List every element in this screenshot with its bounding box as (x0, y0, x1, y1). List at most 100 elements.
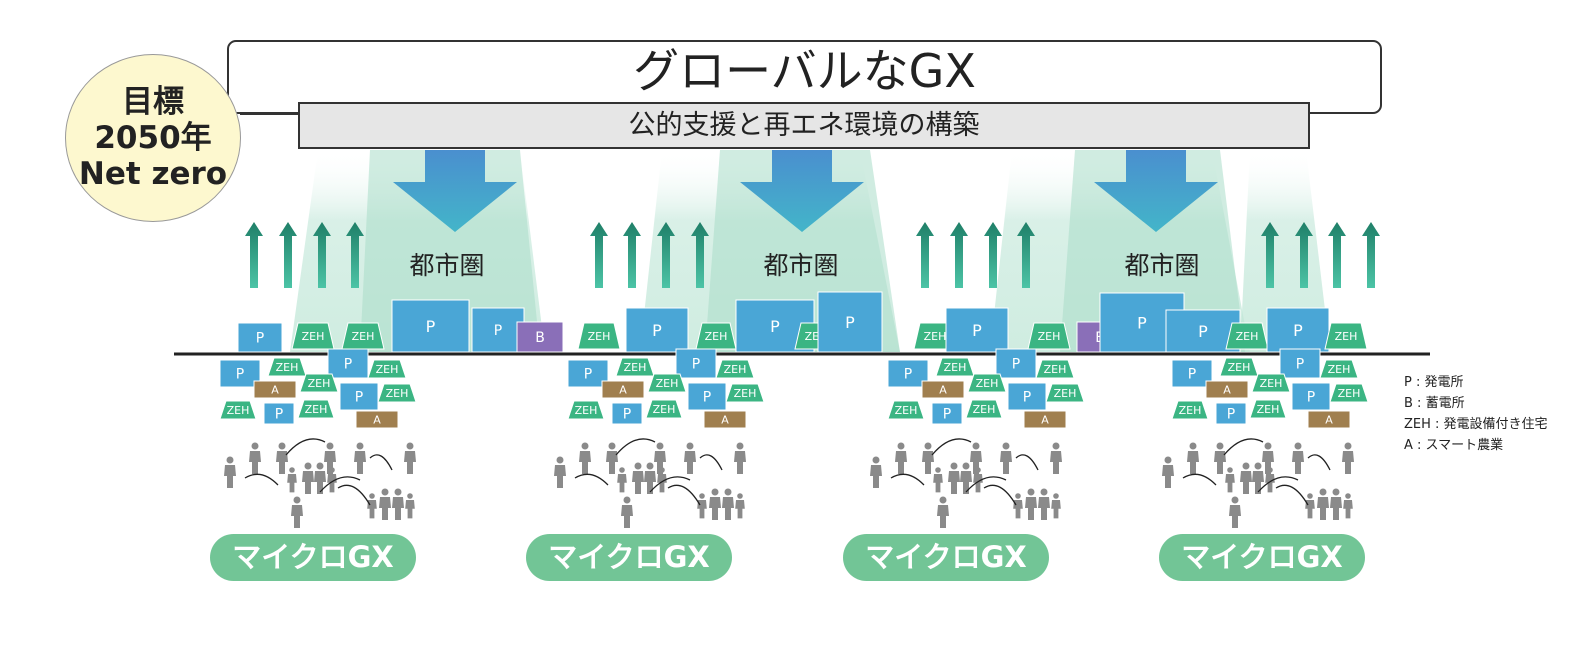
zeh-tag-label: ZEH (575, 404, 598, 417)
person-head (736, 442, 744, 450)
person-body (870, 465, 882, 488)
person-body (734, 451, 746, 474)
plant-tag-label: P (236, 367, 244, 383)
plant-tag (687, 382, 727, 411)
plant-tag (995, 348, 1037, 379)
person-body (392, 497, 404, 520)
zeh-tag-label: ZEH (924, 330, 947, 343)
plant-tag-label: P (355, 390, 363, 406)
people-groups (224, 438, 1354, 528)
agri-tag-label: A (939, 383, 947, 396)
exchange-arrow (649, 476, 691, 493)
person-body (1051, 500, 1061, 519)
person-head (1015, 493, 1021, 499)
zeh-tag-label: ZEH (724, 363, 747, 376)
up-arrow (245, 222, 263, 288)
zeh-tag (341, 322, 385, 350)
person-body (405, 500, 415, 519)
person-head (962, 462, 970, 470)
exchange-arrow (337, 484, 371, 506)
zeh-tag-label: ZEH (386, 387, 409, 400)
agri-tag (1205, 380, 1249, 399)
plant-tag (1215, 402, 1247, 425)
zeh-tag (645, 399, 683, 419)
zeh-tag-label: ZEH (1044, 363, 1067, 376)
person-head (975, 467, 981, 473)
person-body (933, 474, 943, 493)
facility-tags: PZEHZEHPPBZEHPZEHPZEHPZEHPZEHBPPZEHPZEHP… (219, 291, 1369, 429)
person-head (226, 456, 234, 464)
person-head (581, 442, 589, 450)
agri-tag (1307, 410, 1351, 429)
up-arrow (916, 222, 934, 288)
down-arrow (1094, 150, 1218, 232)
person-body (1240, 471, 1252, 494)
zeh-tag (219, 400, 257, 420)
page-title: グローバルなGX (633, 44, 976, 98)
agri-tag (921, 380, 965, 399)
zeh-tag-label: ZEH (308, 377, 331, 390)
zeh-tag-label: ZEH (624, 361, 647, 374)
up-arrow (313, 222, 331, 288)
person-body (354, 451, 366, 474)
storage-tag (516, 321, 564, 353)
person-body (1025, 497, 1037, 520)
zeh-tag-label: ZEH (1338, 387, 1361, 400)
plant-tag (625, 307, 689, 353)
person-body (1050, 451, 1062, 474)
plant-tag-label: P (703, 390, 711, 406)
exchange-arrow (574, 473, 609, 486)
zeh-tag-label: ZEH (976, 377, 999, 390)
person-head (1189, 442, 1197, 450)
zeh-tag (725, 383, 765, 403)
plant-tag-label: P (943, 407, 951, 423)
zeh-tag-label: ZEH (305, 403, 328, 416)
plant-tag-label: P (1293, 321, 1303, 340)
plant-tag-label: P (972, 321, 982, 340)
goal-line2: 2050年 (94, 120, 212, 156)
agri-tag-label: A (1325, 413, 1333, 426)
zeh-tag-label: ZEH (376, 363, 399, 376)
up-arrow (691, 222, 709, 288)
up-arrow (657, 222, 675, 288)
person-head (1344, 442, 1352, 450)
goal-line3: Net zero (78, 156, 228, 192)
zeh-tag (297, 399, 335, 419)
person-head (394, 488, 402, 496)
exchange-arrow (667, 484, 701, 506)
down-arrow (740, 150, 864, 232)
person-head (699, 493, 705, 499)
zeh-tag (1035, 359, 1075, 379)
metro-label-1: 都市圏 (409, 251, 485, 280)
zeh-tag-label: ZEH (653, 403, 676, 416)
up-arrow (1362, 222, 1380, 288)
person-body (554, 465, 566, 488)
plant-tag-label: P (426, 317, 436, 336)
public-support-bar: 公的支援と再エネ環境の構築 (298, 102, 1310, 149)
agri-tag-label: A (1041, 413, 1049, 426)
zeh-tag-label: ZEH (944, 361, 967, 374)
zeh-tag-label: ZEH (895, 404, 918, 417)
plant-tag (339, 382, 379, 411)
person-body (276, 451, 288, 474)
person-head (608, 442, 616, 450)
person-body (1343, 500, 1353, 519)
plant-tag-label: P (652, 321, 662, 340)
up-arrow (984, 222, 1002, 288)
up-arrow (279, 222, 297, 288)
plant-tag (327, 348, 369, 379)
plant-tag-label: P (1012, 357, 1020, 373)
person-head (278, 442, 286, 450)
person-head (1231, 496, 1239, 504)
person-body (922, 451, 934, 474)
exchange-arrow (1307, 454, 1331, 471)
exchange-arrow (369, 454, 393, 471)
legend-plant: P : 発電所 (1404, 375, 1464, 390)
plant-tag (817, 291, 883, 353)
person-body (644, 471, 656, 494)
zeh-tag (1251, 373, 1291, 393)
zeh-tag (577, 322, 621, 350)
person-head (1002, 442, 1010, 450)
person-body (287, 474, 297, 493)
legend: P : 発電所 B : 蓄電所 ZEH : 発電設備付き住宅 A : スマート農… (1404, 372, 1548, 456)
